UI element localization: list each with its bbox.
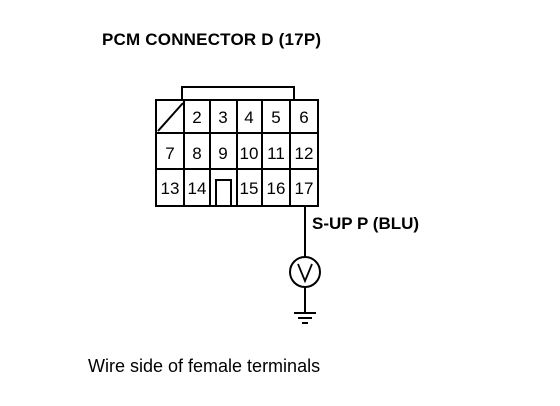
pin-label: 6	[299, 108, 308, 127]
pin-label: 13	[161, 179, 180, 198]
pin-label: 5	[271, 108, 280, 127]
pin-label: 9	[218, 144, 227, 163]
pin-label: 7	[165, 144, 174, 163]
connector-lock-tab	[181, 86, 295, 100]
pin-label: 15	[240, 179, 259, 198]
pin-label: 16	[267, 179, 286, 198]
blocked-cavity-mark	[157, 102, 184, 132]
pin-label: 12	[295, 144, 314, 163]
pin-label: 10	[240, 144, 259, 163]
pin-label: 2	[192, 108, 201, 127]
pin-label: 11	[267, 144, 285, 163]
wire-label: S-UP P (BLU)	[312, 214, 420, 233]
pin-label: 8	[192, 144, 201, 163]
pin-label: 17	[295, 179, 314, 198]
diagram-caption: Wire side of female terminals	[88, 356, 321, 376]
ground-icon	[294, 312, 316, 324]
pin-label: 4	[244, 108, 253, 127]
connector-key-notch	[215, 179, 232, 206]
connector-title: PCM CONNECTOR D (17P)	[102, 30, 322, 49]
pin-label: 3	[218, 108, 227, 127]
pin-label: 14	[188, 179, 207, 198]
